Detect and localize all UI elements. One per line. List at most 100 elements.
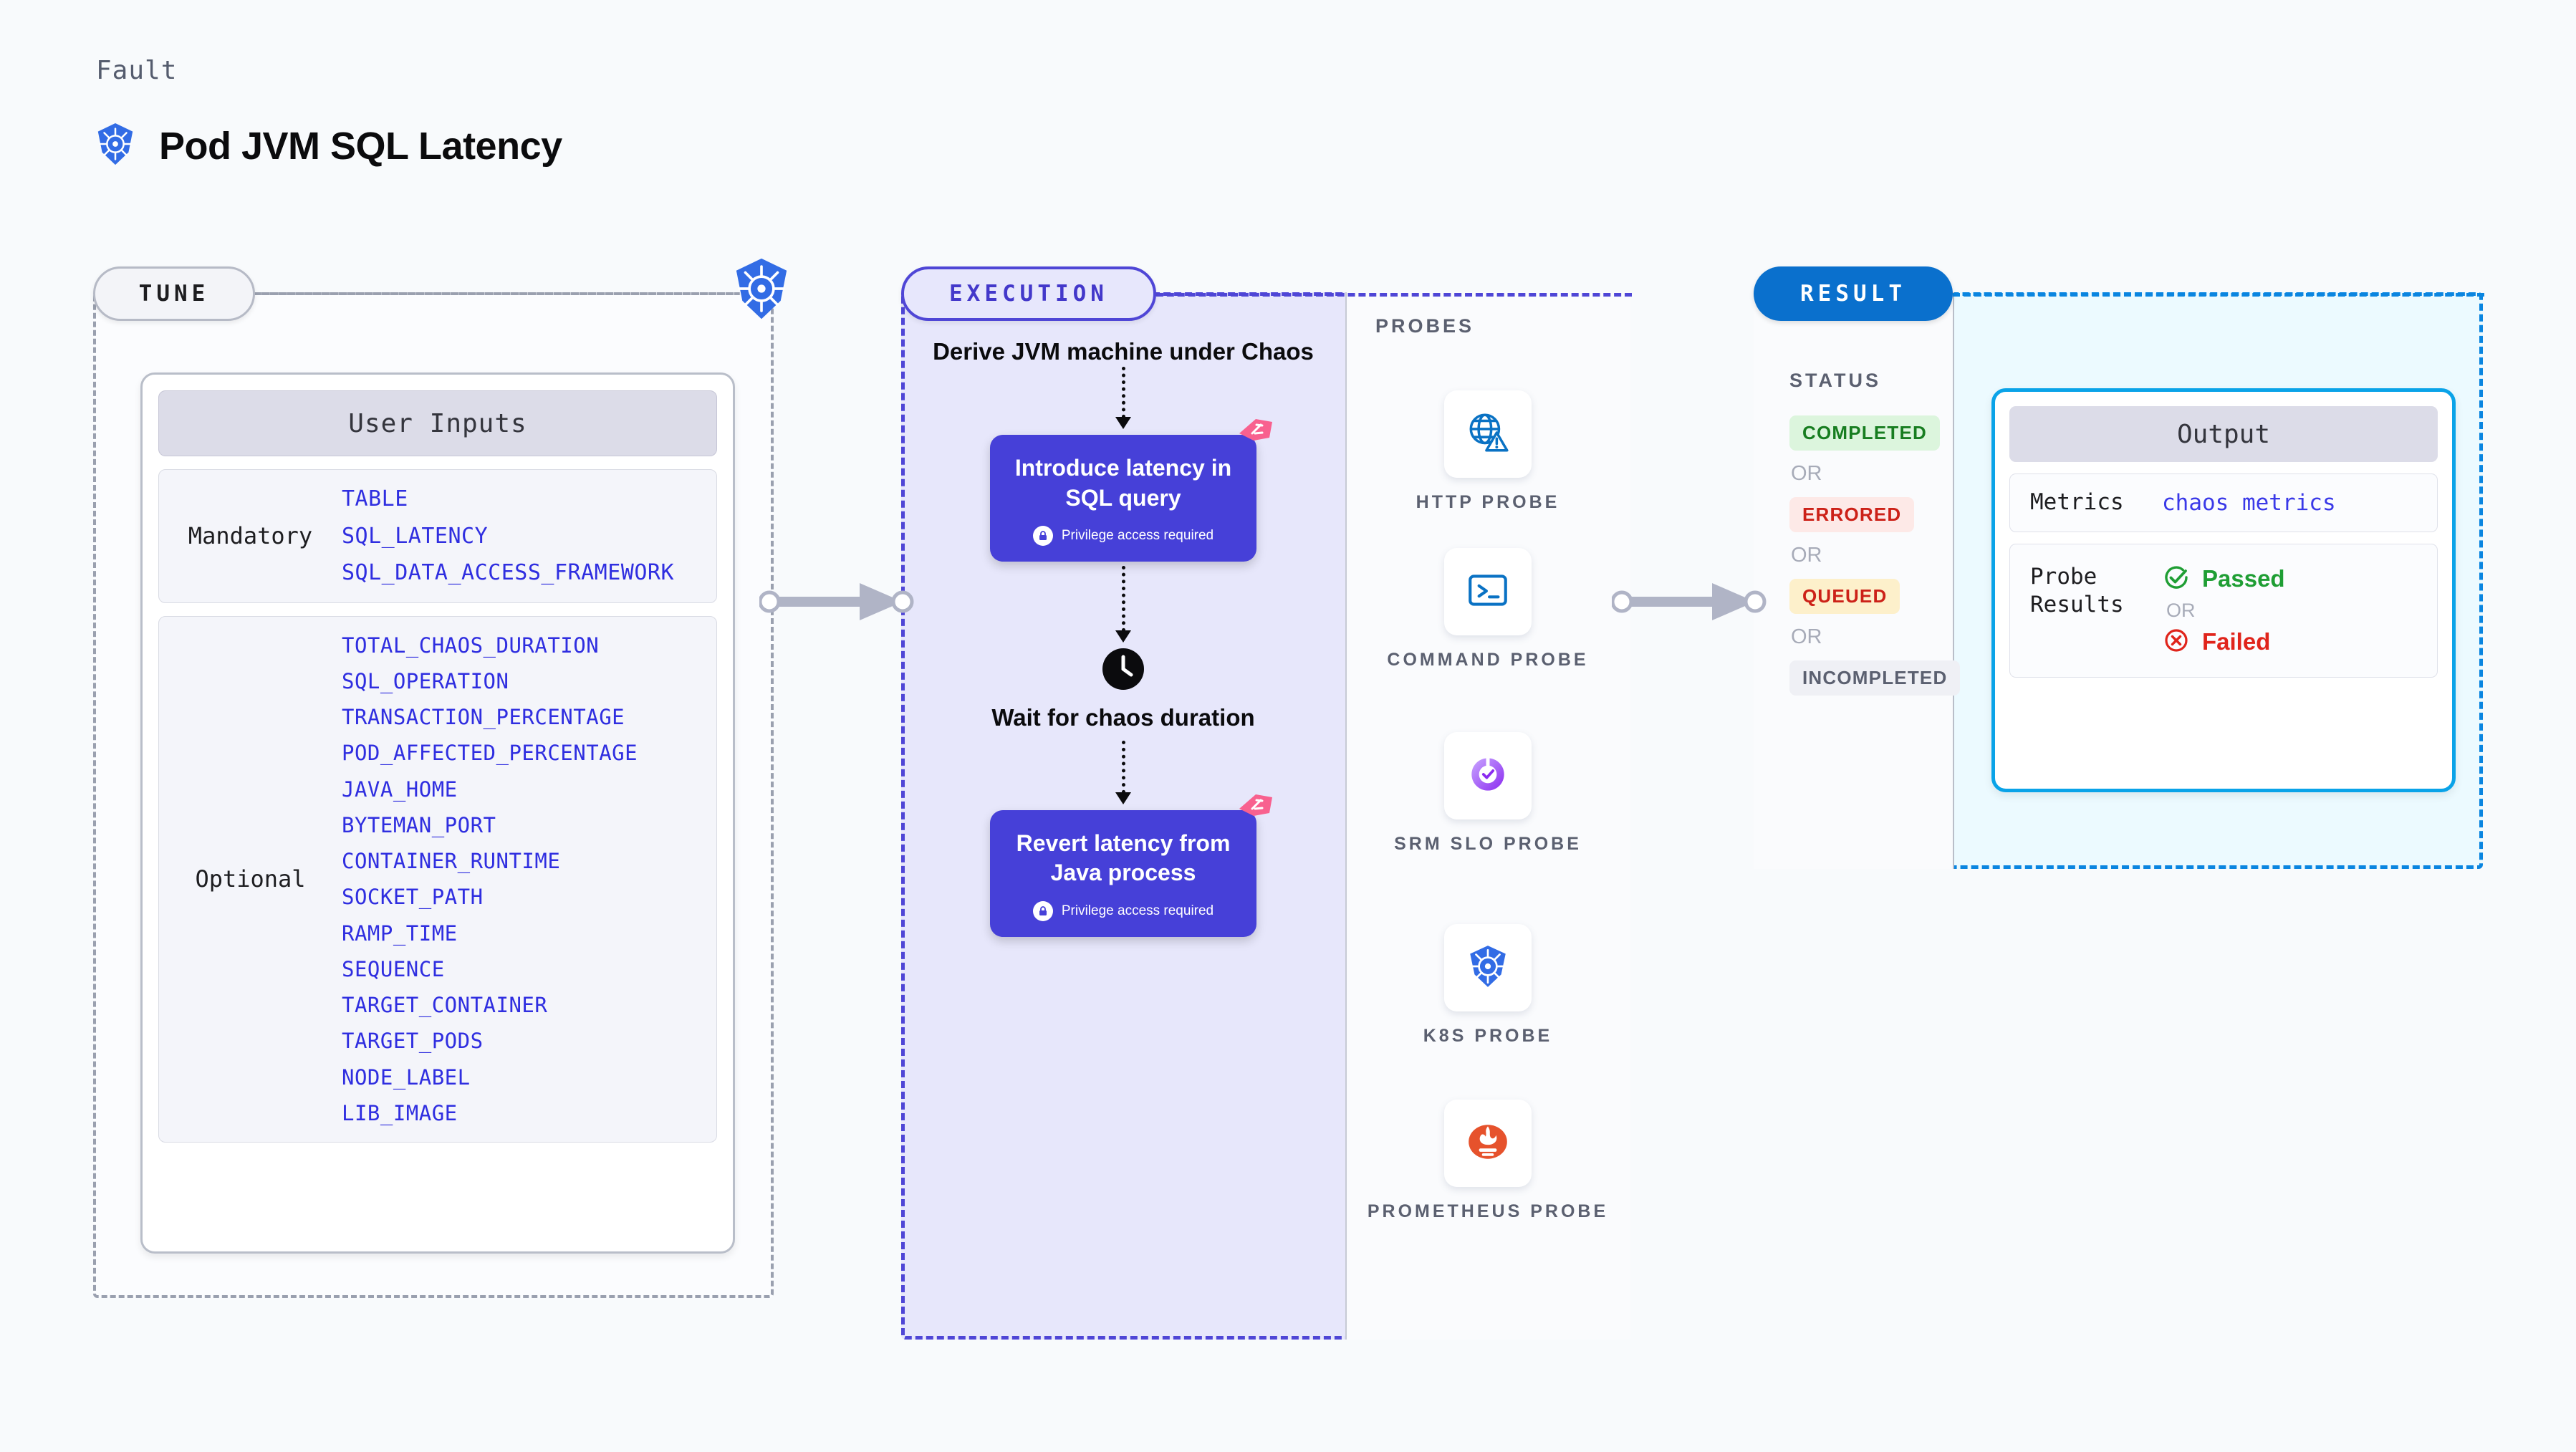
status-badge: COMPLETED — [1789, 415, 1941, 451]
or-separator: OR — [1791, 625, 1822, 648]
probe-srm-slo[interactable]: SRM SLO PROBE — [1345, 732, 1630, 857]
execution-tag-connector — [1156, 293, 1632, 297]
tag-tune[interactable]: TUNE — [93, 266, 255, 321]
probe-label: HTTP PROBE — [1416, 492, 1560, 512]
action-title: Introduce latency in SQL query — [1014, 455, 1232, 511]
group-label-optional: Optional — [195, 865, 306, 893]
status-label: STATUS — [1789, 370, 1881, 391]
probe-tile[interactable] — [1444, 548, 1532, 635]
probe-result-values: Passed OR Failed — [2162, 563, 2285, 658]
status-badge: ERRORED — [1789, 497, 1915, 532]
output-value-metrics[interactable]: chaos metrics — [2162, 489, 2336, 516]
probe-label: PROMETHEUS PROBE — [1367, 1201, 1609, 1221]
terminal-icon — [1464, 567, 1512, 617]
output-row-metrics: Metrics chaos metrics — [2009, 473, 2438, 532]
harness-badge-icon — [1236, 792, 1275, 834]
param-item[interactable]: RAMP_TIME — [342, 920, 458, 946]
param-item[interactable]: SQL_DATA_ACCESS_FRAMEWORK — [342, 560, 675, 585]
kubernetes-icon — [1464, 943, 1512, 994]
execution-flow: Derive JVM machine under Chaos Introduce… — [901, 337, 1345, 937]
param-item[interactable]: NODE_LABEL — [342, 1064, 471, 1090]
probe-http[interactable]: HTTP PROBE — [1345, 390, 1630, 515]
fault-title-row: Pod JVM SQL Latency — [93, 122, 562, 170]
arrow-tune-to-execution — [759, 583, 914, 620]
param-list-optional: TOTAL_CHAOS_DURATION SQL_OPERATION TRANS… — [342, 633, 638, 1127]
input-group-optional: Optional TOTAL_CHAOS_DURATION SQL_OPERAT… — [158, 615, 717, 1143]
probes-label: PROBES — [1375, 315, 1475, 337]
param-item[interactable]: TRANSACTION_PERCENTAGE — [342, 705, 625, 729]
probe-command[interactable]: COMMAND PROBE — [1345, 548, 1630, 673]
or-separator: OR — [2166, 599, 2196, 621]
param-item[interactable]: BYTEMAN_PORT — [342, 812, 496, 837]
probe-passed-label: Passed — [2202, 565, 2285, 592]
globe-warning-icon — [1464, 409, 1512, 460]
flow-arrow — [1115, 740, 1131, 804]
or-separator: OR — [1791, 544, 1822, 567]
prometheus-icon — [1464, 1118, 1512, 1169]
probe-label: COMMAND PROBE — [1387, 650, 1589, 670]
probe-tile[interactable] — [1444, 924, 1532, 1011]
privilege-note: Privilege access required — [1061, 528, 1214, 544]
param-item[interactable]: CONTAINER_RUNTIME — [342, 849, 561, 873]
param-item[interactable]: SOCKET_PATH — [342, 885, 484, 910]
status-badge: QUEUED — [1789, 579, 1900, 614]
probe-label: SRM SLO PROBE — [1394, 834, 1582, 854]
user-inputs-title: User Inputs — [158, 390, 717, 456]
lock-icon — [1032, 900, 1053, 921]
param-item[interactable]: JAVA_HOME — [342, 777, 458, 802]
output-card: Output Metrics chaos metrics Probe Resul… — [1991, 388, 2456, 792]
param-item[interactable]: TOTAL_CHAOS_DURATION — [342, 633, 600, 658]
page-title: Pod JVM SQL Latency — [159, 124, 562, 168]
param-item[interactable]: LIB_IMAGE — [342, 1100, 458, 1125]
privilege-row: Privilege access required — [1004, 900, 1242, 921]
lock-icon — [1032, 526, 1053, 547]
tune-tag-connector — [255, 292, 734, 295]
result-tag-connector — [1953, 293, 2484, 297]
or-separator: OR — [1791, 462, 1822, 485]
probe-tile[interactable] — [1444, 390, 1532, 478]
user-inputs-card: User Inputs Mandatory TABLE SQL_LATENCY … — [140, 372, 735, 1254]
kubernetes-icon — [93, 122, 138, 170]
step-wait-label: Wait for chaos duration — [991, 704, 1255, 731]
kubernetes-icon — [729, 256, 794, 324]
harness-badge-icon — [1236, 416, 1275, 458]
probe-tile[interactable] — [1444, 732, 1532, 819]
x-circle-icon — [2162, 626, 2191, 658]
step-derive-label: Derive JVM machine under Chaos — [933, 338, 1314, 365]
srm-slo-icon — [1464, 751, 1512, 802]
probe-result-passed: Passed — [2162, 563, 2285, 595]
tag-execution[interactable]: EXECUTION — [901, 266, 1156, 321]
fault-kicker: Fault — [96, 56, 178, 85]
output-row-probe-results: Probe Results Passed OR — [2009, 543, 2438, 678]
param-item[interactable]: TABLE — [342, 486, 408, 511]
probe-label: K8S PROBE — [1423, 1026, 1553, 1046]
param-item[interactable]: SEQUENCE — [342, 956, 445, 981]
action-introduce-latency[interactable]: Introduce latency in SQL query Privilege… — [990, 419, 1272, 562]
clock-icon — [1101, 647, 1145, 691]
flow-arrow — [1115, 566, 1131, 643]
param-list-mandatory: TABLE SQL_LATENCY SQL_DATA_ACCESS_FRAMEW… — [342, 486, 674, 587]
input-group-mandatory: Mandatory TABLE SQL_LATENCY SQL_DATA_ACC… — [158, 469, 717, 603]
group-label-mandatory: Mandatory — [188, 522, 313, 550]
probe-result-failed: Failed — [2162, 626, 2285, 658]
param-item[interactable]: TARGET_PODS — [342, 1029, 484, 1054]
tag-result[interactable]: RESULT — [1754, 266, 1953, 321]
probe-prometheus[interactable]: PROMETHEUS PROBE — [1345, 1100, 1630, 1224]
param-item[interactable]: SQL_OPERATION — [342, 668, 509, 693]
action-revert-latency[interactable]: Revert latency from Java process Privile… — [990, 794, 1272, 937]
probe-tile[interactable] — [1444, 1100, 1532, 1187]
probe-k8s[interactable]: K8S PROBE — [1345, 924, 1630, 1049]
param-item[interactable]: TARGET_CONTAINER — [342, 993, 548, 1017]
status-badge: INCOMPLETED — [1789, 660, 1961, 696]
flow-arrow — [1115, 367, 1131, 430]
output-key-probe-results: Probe Results — [2030, 563, 2124, 618]
status-list: COMPLETED OR ERRORED OR QUEUED OR INCOMP… — [1789, 415, 1961, 696]
param-item[interactable]: POD_AFFECTED_PERCENTAGE — [342, 741, 638, 766]
action-title: Revert latency from Java process — [1016, 830, 1231, 886]
check-circle-icon — [2162, 563, 2191, 595]
output-title: Output — [2009, 406, 2438, 462]
arrow-execution-to-result — [1612, 583, 1767, 620]
privilege-note: Privilege access required — [1061, 903, 1214, 918]
param-item[interactable]: SQL_LATENCY — [342, 523, 489, 549]
